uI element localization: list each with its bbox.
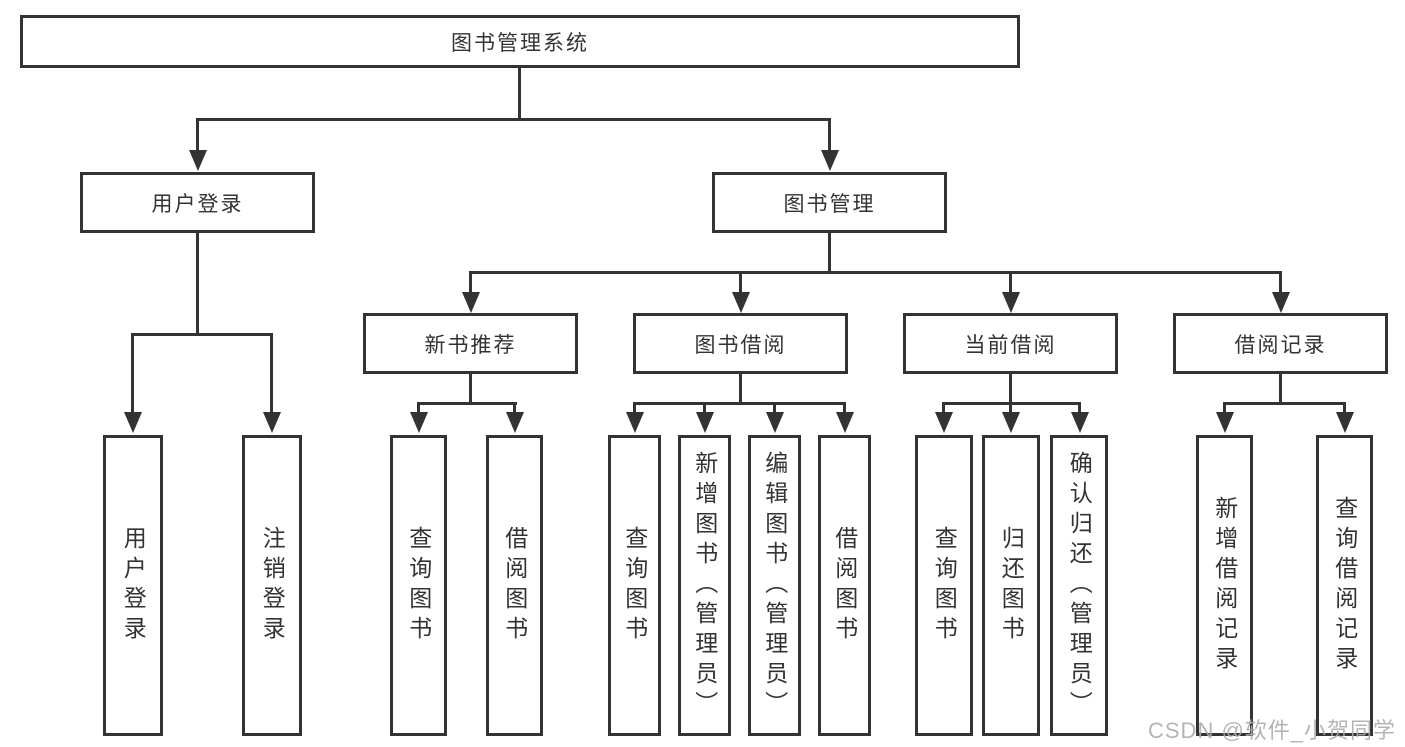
connector-borrow-drop-3 [773,402,776,414]
leaf-add-borrow-record: 新增借阅记录 [1196,435,1253,736]
connector-borrow-drop-2 [703,402,706,414]
arrow-down-icon [821,150,839,171]
connector-root-stem [518,68,521,121]
connector-records-drop-1 [1223,402,1226,414]
connector-current-drop-3 [1078,402,1081,414]
node-user-login: 用户登录 [80,172,315,233]
leaf-query-books-borrow-label: 查询图书 [621,525,648,646]
leaf-return-book: 归还图书 [982,435,1040,736]
leaf-query-books-borrow: 查询图书 [608,435,661,736]
node-new-book-recommend-label: 新书推荐 [424,333,517,357]
node-book-management: 图书管理 [712,172,947,233]
connector-mgmt-drop-3 [1009,271,1012,293]
leaf-borrow-books-recommend-label: 借阅图书 [501,525,528,646]
connector-borrow-drop-4 [843,402,846,414]
connector-root-drop-left [196,118,199,152]
node-borrow-records: 借阅记录 [1173,313,1388,374]
arrow-down-icon [124,412,142,433]
connector-mgmt-rail [469,271,1282,274]
node-book-management-label: 图书管理 [783,192,876,216]
connector-mgmt-stem [828,233,831,274]
connector-borrow-drop-1 [633,402,636,414]
node-current-borrow-label: 当前借阅 [964,333,1057,357]
connector-current-drop-2 [1009,402,1012,414]
leaf-edit-book-admin-label: 编辑图书（管理员） [761,450,788,721]
watermark-text: CSDN @软件_小贺同学 [1148,718,1397,743]
leaf-logout: 注销登录 [242,435,302,736]
node-user-login-label: 用户登录 [151,192,244,216]
leaf-borrow-books-label: 借阅图书 [831,525,858,646]
arrow-down-icon [506,412,524,433]
node-root: 图书管理系统 [20,15,1020,68]
arrow-down-icon [626,412,644,433]
connector-recommend-stem [469,374,472,405]
connector-borrow-rail [633,402,846,405]
connector-records-drop-2 [1343,402,1346,414]
connector-records-rail [1223,402,1346,405]
connector-records-stem [1279,374,1282,405]
connector-root-drop-right [828,118,831,152]
connector-current-stem [1009,374,1012,405]
arrow-down-icon [836,412,854,433]
connector-root-rail [196,118,831,121]
connector-current-drop-1 [942,402,945,414]
leaf-confirm-return-admin-label: 确认归还（管理员） [1066,450,1093,721]
leaf-query-books-current: 查询图书 [915,435,973,736]
arrow-down-icon [263,412,281,433]
leaf-query-books-recommend: 查询图书 [390,435,447,736]
connector-login-drop-1 [131,333,134,415]
leaf-add-book-admin-label: 新增图书（管理员） [691,450,718,721]
node-current-borrow: 当前借阅 [903,313,1118,374]
leaf-query-books-recommend-label: 查询图书 [405,525,432,646]
leaf-query-borrow-record: 查询借阅记录 [1316,435,1373,736]
connector-mgmt-drop-4 [1279,271,1282,293]
connector-mgmt-drop-2 [739,271,742,293]
leaf-borrow-books-recommend: 借阅图书 [486,435,543,736]
arrow-down-icon [189,150,207,171]
leaf-confirm-return-admin: 确认归还（管理员） [1050,435,1108,736]
arrow-down-icon [696,412,714,433]
connector-login-rail [131,333,273,336]
node-book-borrow-label: 图书借阅 [694,333,787,357]
arrow-down-icon [766,412,784,433]
leaf-add-book-admin: 新增图书（管理员） [678,435,731,736]
connector-recommend-drop-1 [417,402,420,414]
connector-login-stem [196,233,199,335]
arrow-down-icon [410,412,428,433]
connector-login-drop-2 [270,333,273,415]
node-book-borrow: 图书借阅 [633,313,848,374]
leaf-borrow-books: 借阅图书 [818,435,871,736]
arrow-down-icon [1336,412,1354,433]
arrow-down-icon [462,292,480,313]
arrow-down-icon [1272,292,1290,313]
arrow-down-icon [732,292,750,313]
leaf-add-borrow-record-label: 新增借阅记录 [1211,495,1238,676]
node-borrow-records-label: 借阅记录 [1234,333,1327,357]
leaf-user-login-label: 用户登录 [120,525,147,646]
leaf-return-book-label: 归还图书 [998,525,1025,646]
leaf-logout-label: 注销登录 [259,525,286,646]
leaf-query-borrow-record-label: 查询借阅记录 [1331,495,1358,676]
connector-borrow-stem [739,374,742,405]
leaf-edit-book-admin: 编辑图书（管理员） [748,435,801,736]
arrow-down-icon [1002,292,1020,313]
arrow-down-icon [1071,412,1089,433]
connector-recommend-drop-2 [513,402,516,414]
leaf-query-books-current-label: 查询图书 [931,525,958,646]
arrow-down-icon [1216,412,1234,433]
connector-mgmt-drop-1 [469,271,472,293]
leaf-user-login: 用户登录 [103,435,163,736]
arrow-down-icon [935,412,953,433]
node-root-label: 图书管理系统 [451,31,589,55]
arrow-down-icon [1002,412,1020,433]
node-new-book-recommend: 新书推荐 [363,313,578,374]
connector-recommend-rail [417,402,517,405]
